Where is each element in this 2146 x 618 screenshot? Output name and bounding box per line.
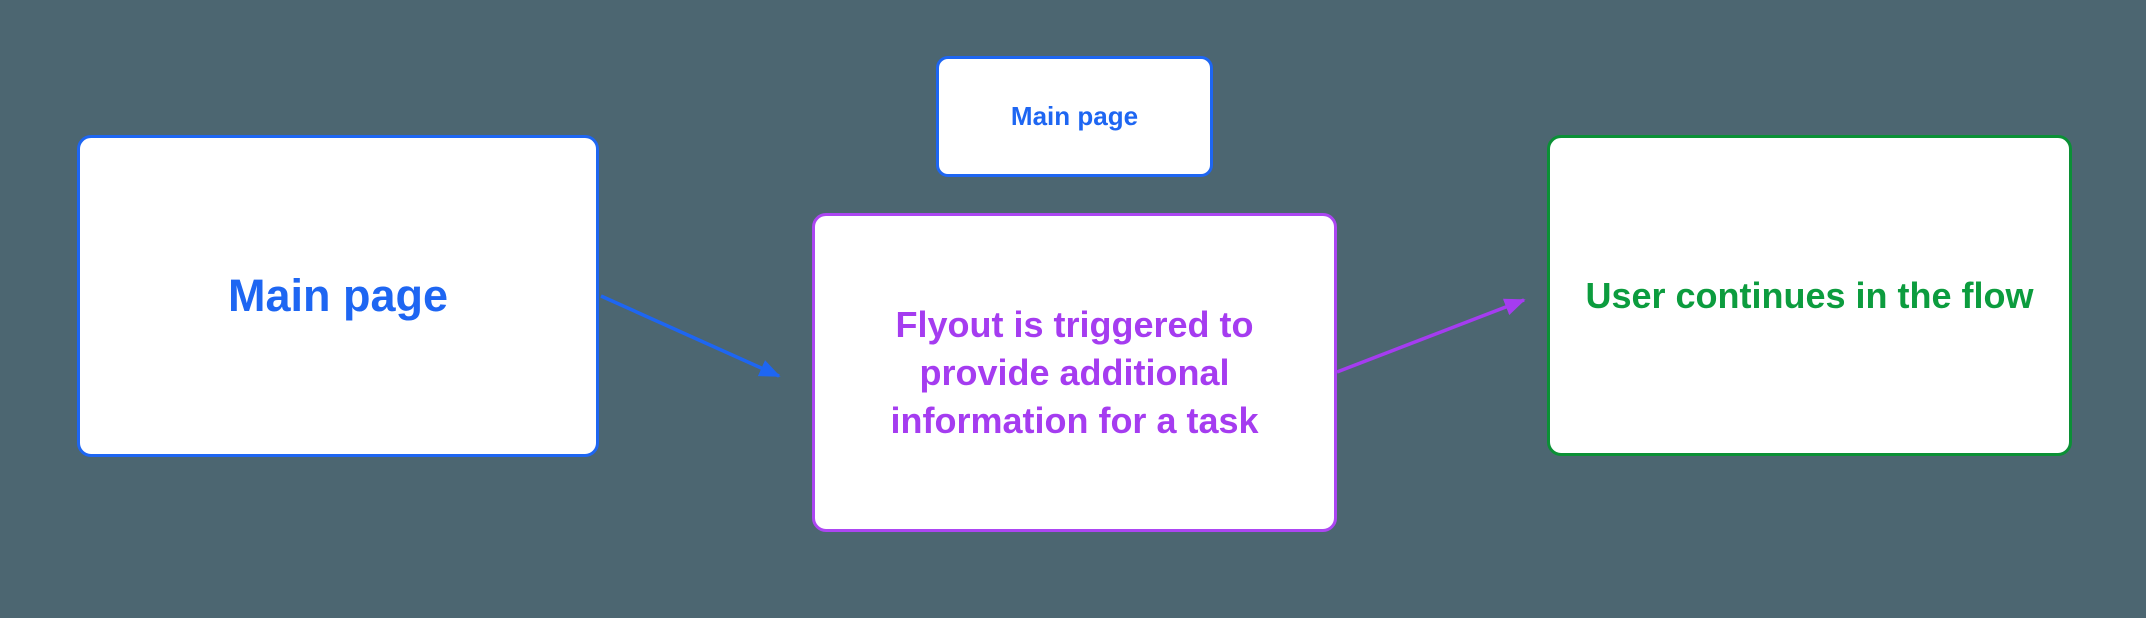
node-main-page-small-label: Main page — [1010, 101, 1139, 131]
arrow-main-to-flyout — [600, 294, 781, 378]
node-main-page[interactable]: Main page — [77, 135, 599, 457]
node-flyout-label-line-3: information for a task — [890, 399, 1259, 441]
node-main-page-label: Main page — [227, 270, 449, 321]
node-main-page-small[interactable]: Main page — [936, 56, 1213, 177]
node-flyout-label: Flyout is triggered to provide additiona… — [890, 301, 1258, 445]
node-flyout-label-line-2: provide additional — [919, 351, 1230, 393]
node-flyout[interactable]: Flyout is triggered to provide additiona… — [812, 213, 1337, 532]
node-user-continues-label: User continues in the flow — [1585, 274, 2034, 316]
arrow-flyout-to-continue — [1336, 298, 1526, 374]
node-user-continues[interactable]: User continues in the flow — [1547, 135, 2072, 456]
node-flyout-label-line-1: Flyout is triggered to — [895, 303, 1254, 345]
